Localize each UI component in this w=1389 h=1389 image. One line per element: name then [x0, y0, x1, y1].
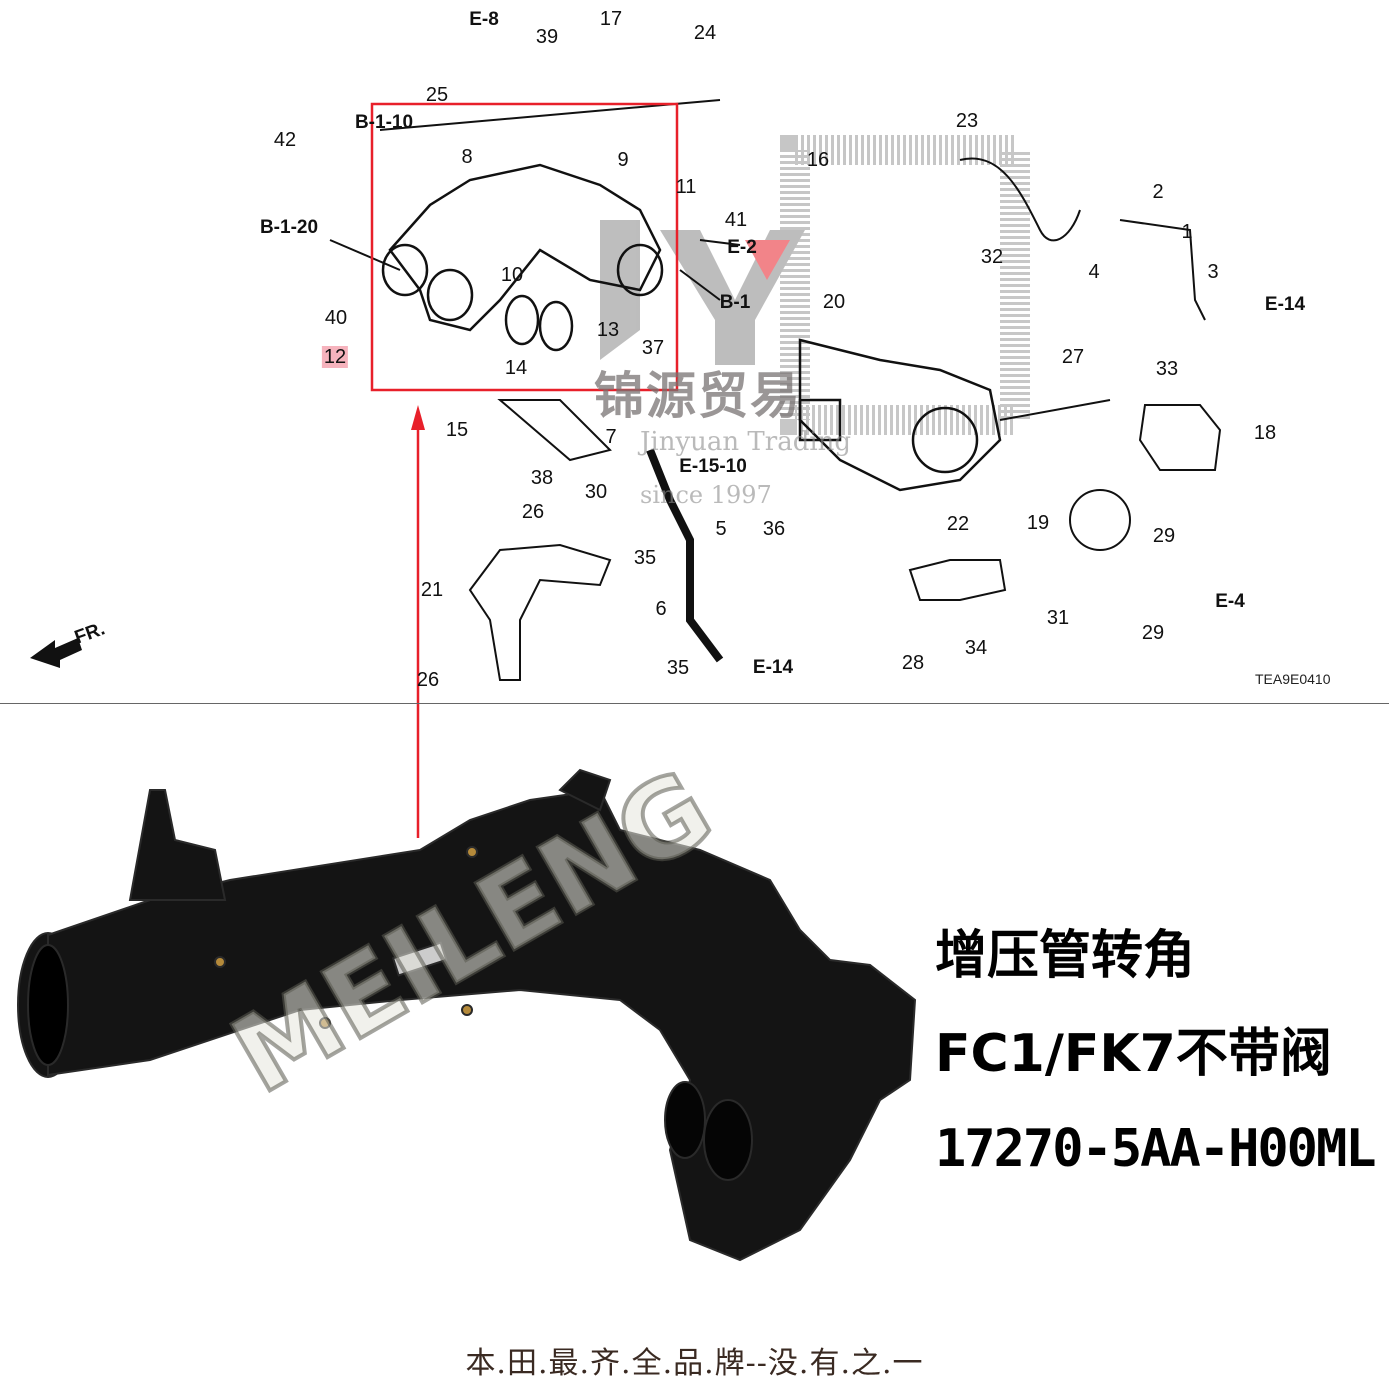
callout-34: 34 [964, 637, 988, 659]
callout-40: 40 [324, 307, 348, 329]
callout-10: 10 [500, 264, 524, 286]
callout-15: 15 [445, 419, 469, 441]
intake-pipe-drawing [381, 163, 664, 352]
diagram-code: TEA9E0410 [1255, 671, 1331, 687]
callout-3: 3 [1207, 261, 1219, 283]
jy-logo-watermark [600, 135, 1030, 435]
callout-29: 29 [1141, 622, 1165, 644]
callout-E-14: E-14 [1264, 294, 1306, 315]
highlight-box [370, 102, 679, 392]
callout-29: 29 [1152, 525, 1176, 547]
callout-7: 7 [605, 426, 617, 448]
watermark-since: since 1997 [640, 481, 772, 509]
callout-E-15-10: E-15-10 [679, 456, 747, 477]
callout-36: 36 [762, 518, 786, 540]
callout-16: 16 [806, 149, 830, 171]
callout-35: 35 [666, 657, 690, 679]
callout-21: 21 [420, 579, 444, 601]
other-parts-drawing [329, 99, 1222, 681]
footer-slogan: 本.田.最.齐.全.品.牌--没.有.之.一 [465, 1346, 924, 1381]
callout-E-4: E-4 [1215, 591, 1245, 612]
callout-18: 18 [1253, 422, 1277, 444]
divider [0, 703, 1389, 704]
callout-B-1: B-1 [719, 292, 751, 313]
callout-35: 35 [633, 547, 657, 569]
callout-23: 23 [955, 110, 979, 132]
callout-9: 9 [617, 149, 629, 171]
callout-38: 38 [530, 467, 554, 489]
callout-33: 33 [1155, 358, 1179, 380]
callout-42: 42 [273, 129, 297, 151]
callout-1: 1 [1181, 221, 1193, 243]
product-name: 增压管转角 [935, 926, 1196, 986]
watermark-english: Jinyuan Trading [640, 427, 852, 457]
callout-4: 4 [1088, 261, 1100, 283]
callout-31: 31 [1046, 607, 1070, 629]
callout-26: 26 [521, 501, 545, 523]
callout-11: 11 [675, 176, 697, 198]
callout-39: 39 [535, 26, 559, 48]
callout-32: 32 [980, 246, 1004, 268]
callout-22: 22 [946, 513, 970, 535]
callout-27: 27 [1061, 346, 1085, 368]
callout-B-1-20: B-1-20 [259, 217, 319, 238]
callout-2: 2 [1152, 181, 1164, 203]
front-arrow-icon [30, 638, 82, 668]
callout-19: 19 [1026, 512, 1050, 534]
callout-28: 28 [901, 652, 925, 674]
callout-5: 5 [715, 518, 727, 540]
callout-26: 26 [416, 669, 440, 691]
watermark-chinese: 锦源贸易 [594, 367, 802, 425]
callout-41: 41 [724, 209, 748, 231]
product-photo [17, 768, 917, 1262]
callout-17: 17 [599, 8, 623, 30]
callout-E-2: E-2 [727, 237, 757, 258]
callout-37: 37 [641, 337, 665, 359]
callout-13: 13 [596, 319, 620, 341]
callout-24: 24 [693, 22, 717, 44]
part-number: 17270-5AA-H00ML [935, 1119, 1377, 1179]
callout-20: 20 [822, 291, 846, 313]
callout-E-8: E-8 [469, 9, 499, 30]
callout-B-1-10: B-1-10 [354, 112, 414, 133]
callout-6: 6 [655, 598, 667, 620]
product-fitment: FC1/FK7不带阀 [935, 1024, 1332, 1084]
throttle-body-drawing [798, 338, 1002, 492]
pointer-arrow-head [411, 405, 425, 430]
callout-30: 30 [584, 481, 608, 503]
callout-E-14: E-14 [752, 657, 794, 678]
callout-14: 14 [504, 357, 528, 379]
callout-12: 12 [321, 346, 349, 368]
callout-25: 25 [425, 84, 449, 106]
callout-8: 8 [461, 146, 473, 168]
